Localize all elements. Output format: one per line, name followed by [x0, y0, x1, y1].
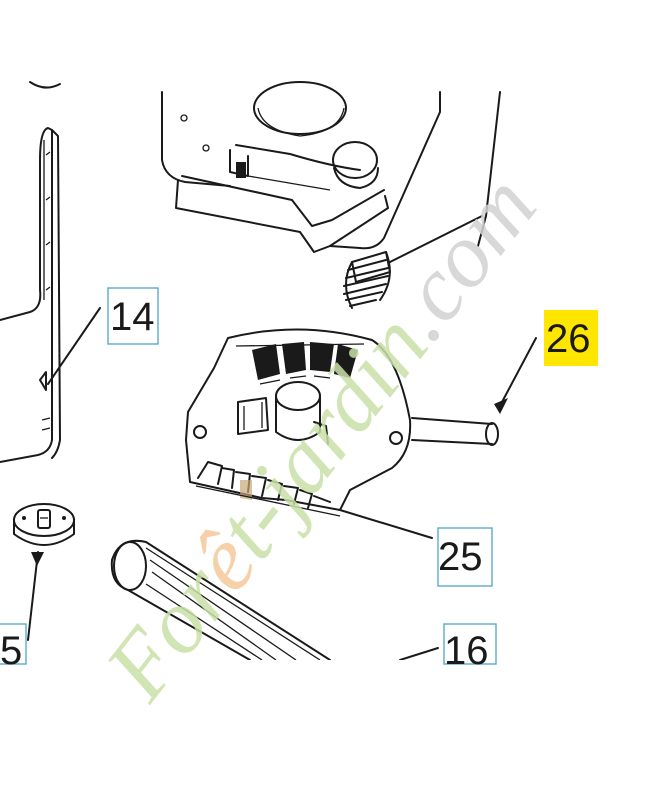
part-14-housing-bracket	[0, 127, 61, 463]
gear-window-teeth	[252, 342, 358, 385]
upper-casing	[161, 81, 441, 253]
part-25-gear-sector	[185, 328, 433, 539]
callout-25: 25	[437, 527, 493, 587]
callout-14: 14	[47, 287, 159, 385]
part-26-pin	[411, 337, 537, 446]
callout-15: 5	[0, 623, 27, 673]
part-15-disc	[13, 503, 75, 641]
part-16-splined-shaft	[110, 539, 439, 660]
callout-25-label: 25	[438, 535, 483, 579]
callout-15-label: 5	[0, 629, 22, 673]
callout-26-label: 26	[546, 317, 591, 361]
top-fragment	[29, 81, 61, 89]
gear-rack-teeth	[195, 461, 341, 517]
callout-16-label: 16	[444, 629, 489, 673]
leader-top-right	[477, 91, 501, 247]
callout-14-label: 14	[110, 295, 155, 339]
callout-16: 16	[443, 623, 497, 673]
callout-26: 26	[544, 310, 598, 366]
compression-spring	[343, 215, 483, 309]
